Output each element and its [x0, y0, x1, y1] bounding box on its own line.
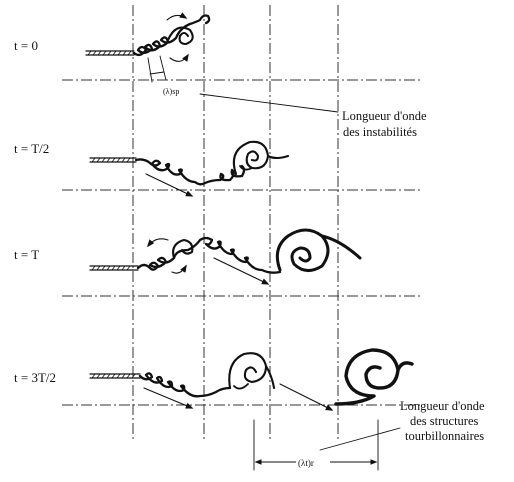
rotation-arrow-row-1	[167, 15, 186, 20]
small-wavelength-leader	[200, 94, 338, 112]
row-t-3half: (λt)r Longueur d'onde des structures tou…	[90, 350, 485, 470]
splitter-plate-row-2	[90, 158, 136, 162]
small-wavelength-label-line-1: Longueur d'onde	[342, 109, 427, 123]
splitter-plate-row-1	[86, 51, 134, 55]
rolled-vortex-large-row-4	[336, 350, 412, 404]
row-t0: (λ)sp Longueur d'onde des instabilités	[86, 15, 427, 139]
time-labels: t = 0 t = T/2 t = T t = 3T/2	[14, 38, 56, 385]
time-label-t: t = T	[14, 247, 39, 262]
rolled-vortex-large-row-3	[277, 230, 360, 271]
time-label-t0: t = 0	[14, 38, 38, 53]
rolled-vortex-medium-row-4	[229, 353, 274, 388]
large-wavelength-label-line-1: Longueur d'onde	[400, 399, 485, 413]
time-label-t-3half: t = 3T/2	[14, 370, 56, 385]
rotation-arrow-lower-row-1	[170, 55, 188, 61]
row-t	[90, 230, 360, 284]
large-wavelength-leader	[320, 428, 400, 450]
shear-layer-vortices-row-3	[138, 238, 280, 273]
large-wavelength-symbol: (λt)r	[298, 458, 314, 468]
convection-arrow-row-4-right	[280, 384, 332, 410]
vortex-curl-row-4	[234, 384, 248, 389]
large-wavelength-label-line-3: tourbillonnaires	[405, 429, 484, 443]
time-label-t-half: t = T/2	[14, 141, 49, 156]
shear-layer-vortices-row-2	[136, 159, 244, 184]
splitter-plate-row-3	[90, 266, 138, 270]
shear-layer-vortices-row-4	[140, 373, 230, 396]
small-wavelength-label-line-2: des instabilités	[343, 125, 417, 139]
small-wavelength-symbol: (λ)sp	[163, 87, 179, 96]
large-wavelength-label-line-2: des structures	[410, 414, 479, 428]
row-t-half	[90, 142, 288, 196]
rotation-arrow-lower-row-3	[172, 266, 186, 273]
large-wavelength-dimension: (λt)r	[254, 420, 400, 470]
rotation-arrow-row-3	[148, 239, 168, 246]
small-wavelength-dimension: (λ)sp	[148, 56, 338, 112]
